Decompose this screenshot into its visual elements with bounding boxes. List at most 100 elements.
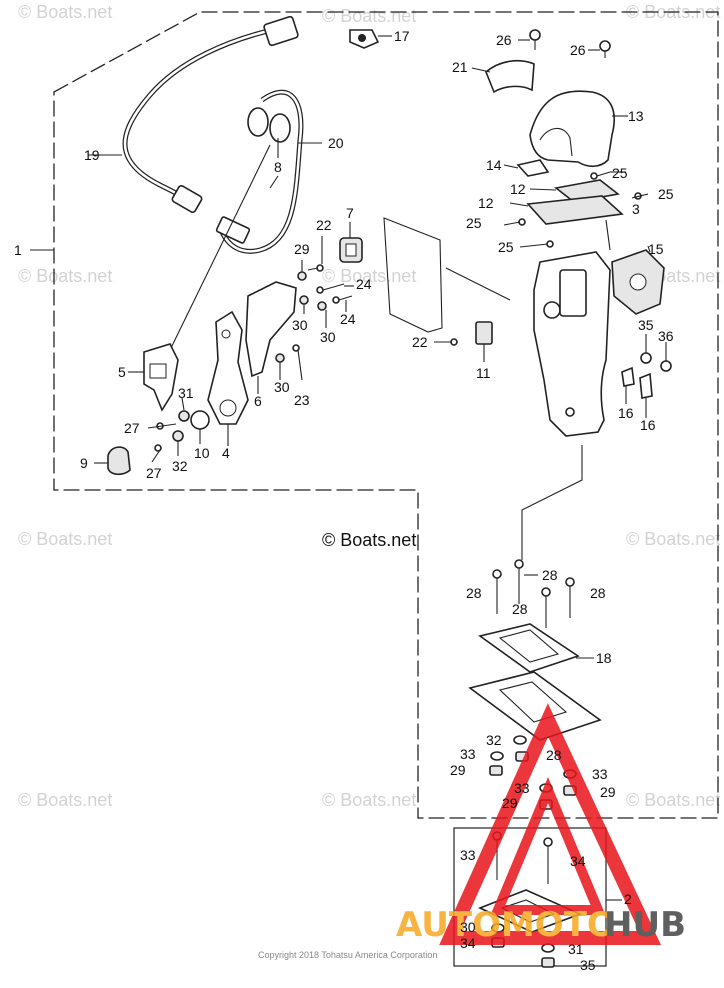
copyright-mark: © Boats.net	[322, 530, 416, 550]
gasket-18	[478, 623, 594, 673]
nut-36	[640, 334, 672, 372]
logo-triangle	[439, 703, 662, 945]
watermark-text: © Boats.net	[322, 6, 416, 26]
callout-29: 29	[450, 762, 466, 778]
callout-31: 31	[178, 385, 194, 401]
watermark-text: © Boats.net	[18, 529, 112, 549]
callout-16: 16	[618, 405, 634, 421]
callout-23: 23	[294, 392, 310, 408]
callout-14: 14	[486, 157, 502, 173]
callout-25: 25	[658, 186, 674, 202]
callout-24: 24	[340, 311, 356, 327]
callout-34: 34	[570, 853, 586, 869]
watermark-text: © Boats.net	[18, 266, 112, 286]
callout-17: 17	[394, 28, 410, 44]
washer-30	[275, 260, 327, 380]
callout-32: 32	[172, 458, 188, 474]
callout-12: 12	[510, 181, 526, 197]
leader-line	[445, 267, 511, 301]
gasket-sheet	[383, 217, 443, 333]
callout-33: 33	[592, 766, 608, 782]
screw-27	[147, 422, 177, 463]
grommet-17	[349, 29, 392, 49]
arm-4	[207, 310, 249, 446]
callout-2: 2	[624, 891, 632, 907]
control-body-3	[533, 219, 611, 437]
callout-21: 21	[452, 59, 468, 75]
callout-28: 28	[546, 747, 562, 763]
callout-29: 29	[502, 795, 518, 811]
logo-triangle-inner	[490, 777, 606, 915]
callout-3: 3	[632, 201, 640, 217]
watermark-text: © Boats.net	[322, 266, 416, 286]
bolt-28	[492, 559, 575, 628]
leader-line	[269, 175, 279, 189]
callout-8: 8	[274, 159, 282, 175]
plate	[468, 671, 602, 741]
copyright-footer: Copyright 2018 Tohatsu America Corporati…	[258, 950, 437, 960]
watermark-text: © Boats.net	[626, 529, 720, 549]
plate-12	[509, 179, 624, 225]
callout-labels: 1234567891011121213141516161718192021222…	[14, 28, 674, 973]
callout-11: 11	[476, 365, 491, 381]
callout-28: 28	[542, 567, 558, 583]
handle-cap-5	[128, 343, 179, 412]
wire-harness-20	[169, 89, 322, 351]
callout-26: 26	[496, 32, 512, 48]
callout-25: 25	[612, 165, 628, 181]
callout-16: 16	[640, 417, 656, 433]
leader-line	[521, 445, 583, 560]
knob-9	[94, 446, 131, 476]
callout-13: 13	[628, 108, 644, 124]
callout-29: 29	[600, 784, 616, 800]
callout-33: 33	[460, 746, 476, 762]
callout-22: 22	[412, 334, 428, 350]
watermark-text: © Boats.net	[18, 2, 112, 22]
callout-20: 20	[328, 135, 344, 151]
callout-7: 7	[346, 205, 354, 221]
ratchet-15	[611, 245, 665, 315]
washer-32	[172, 397, 190, 456]
watermark-text: © Boats.net	[18, 790, 112, 810]
callout-10: 10	[194, 445, 210, 461]
callout-33: 33	[514, 780, 530, 796]
callout-33: 33	[460, 847, 476, 863]
callout-24: 24	[356, 276, 372, 292]
callout-9: 9	[80, 455, 88, 471]
callout-25: 25	[498, 239, 514, 255]
callout-27: 27	[124, 420, 140, 436]
bracket-6	[245, 281, 297, 394]
callout-19: 19	[84, 147, 100, 163]
switch-11	[475, 321, 493, 362]
callout-30: 30	[292, 317, 308, 333]
screw-26	[518, 29, 611, 58]
callout-34: 34	[460, 935, 476, 951]
callout-36: 36	[658, 328, 674, 344]
callout-30: 30	[320, 329, 336, 345]
callout-22: 22	[316, 217, 332, 233]
screw-25	[503, 171, 649, 248]
assembly-1-outline	[53, 11, 719, 819]
callout-25: 25	[466, 215, 482, 231]
callout-30: 30	[274, 379, 290, 395]
callout-12: 12	[478, 195, 494, 211]
cover-21	[471, 59, 535, 94]
screw-23	[292, 344, 303, 381]
logo-text-auto: AUTOMOTO	[396, 905, 616, 945]
clip-16	[621, 366, 653, 418]
callout-5: 5	[118, 364, 126, 380]
callout-28: 28	[512, 601, 528, 617]
callout-28: 28	[466, 585, 482, 601]
callout-18: 18	[596, 650, 612, 666]
screw-24	[316, 283, 354, 312]
callout-35: 35	[638, 317, 654, 333]
callout-1: 1	[14, 242, 22, 258]
clip-14	[503, 159, 550, 177]
callout-28: 28	[590, 585, 606, 601]
callout-31: 31	[568, 941, 584, 957]
disk-10	[190, 410, 210, 444]
automotohub-logo: AUTOMOTO HUB	[396, 703, 686, 945]
watermark-layer: © Boats.net © Boats.net © Boats.net © Bo…	[18, 2, 720, 810]
